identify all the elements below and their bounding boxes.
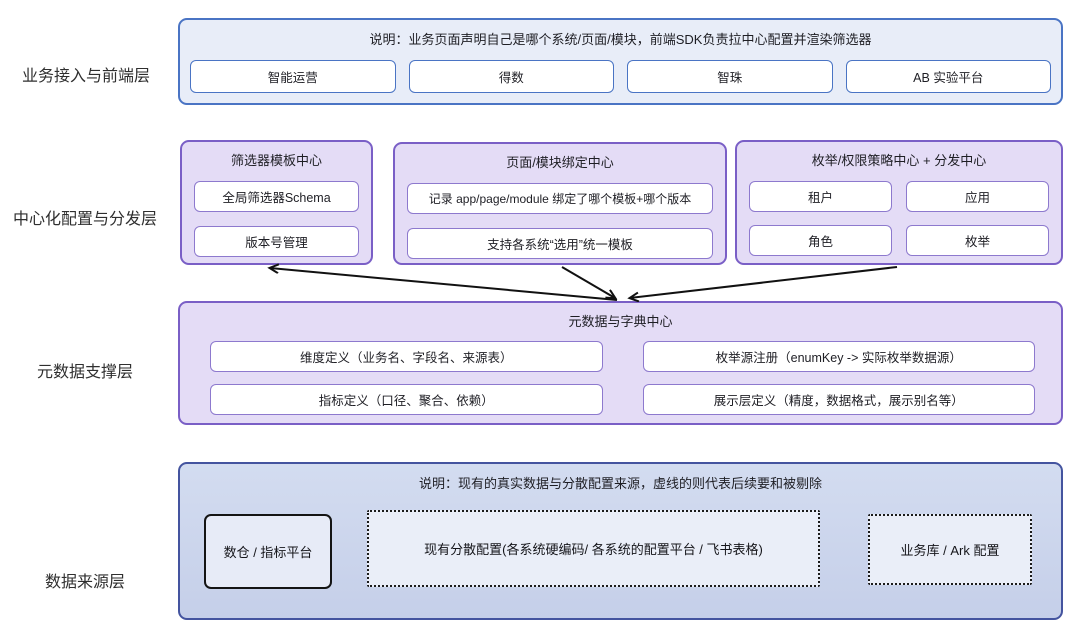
layer-label-frontend: 业务接入与前端层 bbox=[21, 68, 150, 85]
version-management-box: 版本号管理 bbox=[194, 226, 359, 257]
metric-definition-box: 指标定义（口径、聚合、依赖） bbox=[210, 384, 603, 415]
page-module-binding-center: 页面/模块绑定中心 记录 app/page/module 绑定了哪个模板+哪个版… bbox=[393, 142, 727, 265]
frontend-systems-row: 智能运营 得数 智珠 AB 实验平台 bbox=[180, 48, 1061, 93]
system-box-zhizhu: 智珠 bbox=[627, 60, 833, 93]
system-box-deshu: 得数 bbox=[408, 60, 614, 93]
enum-permission-center: 枚举/权限策略中心 + 分发中心 租户 应用 角色 枚举 bbox=[735, 140, 1063, 265]
business-db-ark-config-box: 业务库 / Ark 配置 bbox=[868, 514, 1032, 585]
system-box-ab-platform: AB 实验平台 bbox=[845, 60, 1051, 93]
system-box-intelligent-ops: 智能运营 bbox=[190, 60, 396, 93]
enum-permission-center-title: 枚举/权限策略中心 + 分发中心 bbox=[811, 153, 987, 168]
role-box: 角色 bbox=[749, 225, 892, 256]
filter-template-center-body: 全局筛选器Schema 版本号管理 bbox=[182, 169, 371, 257]
arrow-binding-center-to-metadata bbox=[561, 266, 615, 298]
enum-source-registry-box: 枚举源注册（enumKey -> 实际枚举数据源） bbox=[642, 341, 1035, 372]
metadata-dictionary-center: 元数据与字典中心 维度定义（业务名、字段名、来源表） 枚举源注册（enumKey… bbox=[178, 301, 1063, 425]
metadata-dictionary-center-title: 元数据与字典中心 bbox=[568, 314, 673, 329]
enum-permission-center-body: 租户 应用 角色 枚举 bbox=[737, 169, 1061, 256]
application-box: 应用 bbox=[906, 181, 1049, 212]
page-module-binding-center-title: 页面/模块绑定中心 bbox=[506, 155, 614, 170]
display-layer-definition-box: 展示层定义（精度，数据格式，展示别名等） bbox=[642, 384, 1035, 415]
scattered-config-box: 现有分散配置(各系统硬编码/ 各系统的配置平台 / 飞书表格) bbox=[367, 510, 820, 587]
filter-template-center: 筛选器模板中心 全局筛选器Schema 版本号管理 bbox=[180, 140, 373, 265]
page-module-binding-center-body: 记录 app/page/module 绑定了哪个模板+哪个版本 支持各系统“选用… bbox=[395, 171, 725, 259]
layer-label-source: 数据来源层 bbox=[44, 574, 125, 591]
tenant-box: 租户 bbox=[749, 181, 892, 212]
filter-template-center-title: 筛选器模板中心 bbox=[230, 153, 322, 168]
frontend-layer-container: 说明：业务页面声明自己是哪个系统/页面/模块，前端SDK负责拉中心配置并渲染筛选… bbox=[178, 18, 1063, 105]
metadata-grid: 维度定义（业务名、字段名、来源表） 枚举源注册（enumKey -> 实际枚举数… bbox=[180, 330, 1061, 415]
layer-label-metadata: 元数据支撑层 bbox=[36, 364, 133, 381]
data-source-layer-note: 说明：现有的真实数据与分散配置来源，虚线的则代表后续要和被剔除 bbox=[418, 476, 822, 491]
layer-label-config: 中心化配置与分发层 bbox=[12, 211, 157, 228]
arrow-enum-center-to-metadata bbox=[630, 266, 898, 298]
binding-record-box: 记录 app/page/module 绑定了哪个模板+哪个版本 bbox=[407, 183, 713, 214]
data-source-layer-container: 说明：现有的真实数据与分散配置来源，虚线的则代表后续要和被剔除 数仓 / 指标平… bbox=[178, 462, 1063, 620]
dimension-definition-box: 维度定义（业务名、字段名、来源表） bbox=[210, 341, 603, 372]
enum-box: 枚举 bbox=[906, 225, 1049, 256]
frontend-layer-note: 说明：业务页面声明自己是哪个系统/页面/模块，前端SDK负责拉中心配置并渲染筛选… bbox=[369, 32, 872, 47]
unified-template-box: 支持各系统“选用”统一模板 bbox=[407, 228, 713, 259]
arrow-metadata-to-filter-template-center bbox=[270, 268, 618, 301]
global-filter-schema-box: 全局筛选器Schema bbox=[194, 181, 359, 212]
warehouse-metric-platform-box: 数仓 / 指标平台 bbox=[204, 514, 332, 589]
